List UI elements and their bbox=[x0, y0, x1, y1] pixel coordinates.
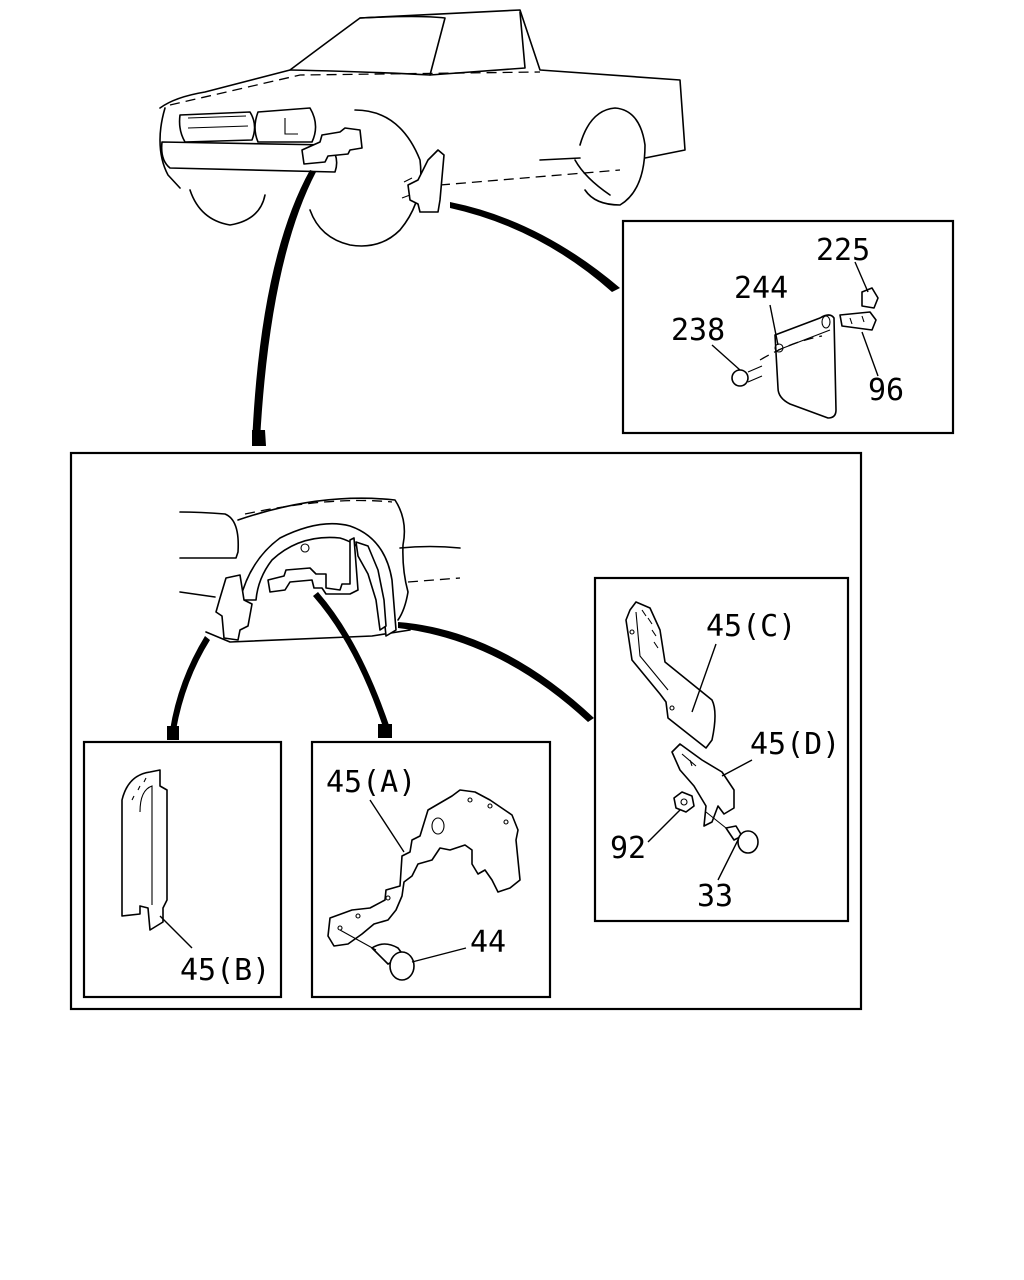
callout-92: 92 bbox=[610, 831, 646, 866]
splash-shield-main-box bbox=[69, 451, 863, 1011]
callout-96: 96 bbox=[868, 373, 904, 408]
mud-flap-parts bbox=[711, 261, 879, 419]
callout-238: 238 bbox=[671, 313, 725, 348]
leader-mud-flap bbox=[450, 202, 620, 292]
detail-box-45b bbox=[82, 740, 283, 999]
mud-flap-shape bbox=[774, 314, 837, 419]
part-45c bbox=[625, 601, 717, 749]
part-45b bbox=[121, 769, 193, 949]
mud-flap-detail-box bbox=[621, 219, 955, 435]
part-45a bbox=[327, 789, 521, 981]
fasteners-92-33 bbox=[647, 791, 759, 881]
leader-front-splash bbox=[252, 170, 316, 444]
leader-to-45b bbox=[170, 636, 210, 730]
callout-244: 244 bbox=[734, 271, 788, 306]
callout-45d: 45(D) bbox=[750, 727, 840, 762]
callout-45c: 45(C) bbox=[706, 609, 796, 644]
detail-box-45cd bbox=[593, 576, 850, 923]
callout-33: 33 bbox=[697, 879, 733, 914]
leader-to-45cd bbox=[398, 622, 594, 722]
truck-overview bbox=[159, 9, 686, 247]
callout-44: 44 bbox=[470, 925, 506, 960]
callout-225: 225 bbox=[816, 233, 870, 268]
leader-to-45a bbox=[313, 592, 390, 730]
wheel-well-closeup bbox=[179, 497, 461, 643]
callout-45b: 45(B) bbox=[180, 953, 270, 988]
detail-box-45a bbox=[310, 740, 552, 999]
part-45d bbox=[671, 743, 753, 827]
callout-45a: 45(A) bbox=[326, 765, 416, 800]
